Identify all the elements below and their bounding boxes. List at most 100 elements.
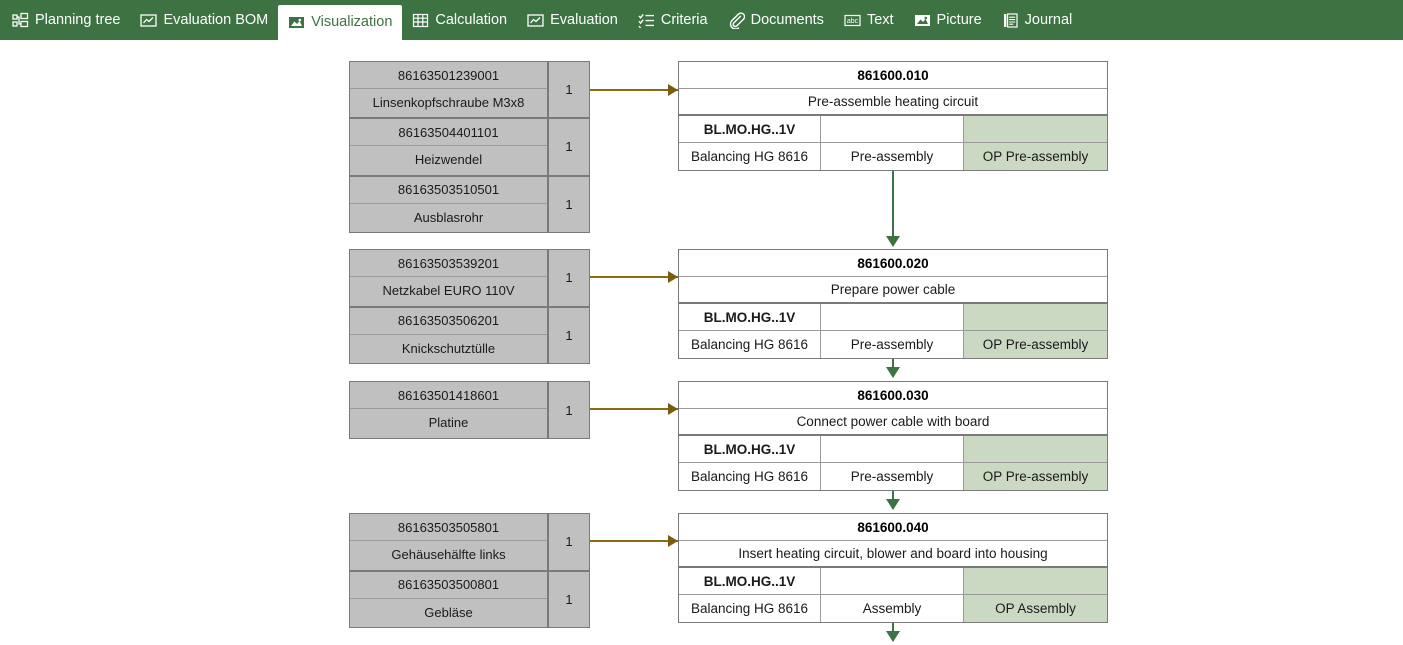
operation-description: Pre-assemble heating circuit (679, 89, 1107, 116)
tab-calculation[interactable]: Calculation (402, 0, 517, 40)
component-item[interactable]: 86163503510501 Ausblasrohr (350, 177, 547, 232)
abc-icon: abc (844, 12, 861, 29)
operation-label: OP Pre-assembly (964, 463, 1107, 490)
operation-description: Insert heating circuit, blower and board… (679, 541, 1107, 568)
component-group[interactable]: 86163501239001 Linsenkopfschraube M3x8 8… (349, 61, 590, 233)
component-description: Netzkabel EURO 110V (382, 283, 515, 298)
operation-number: 861600.010 (679, 62, 1107, 89)
operation-label: OP Pre-assembly (964, 143, 1107, 170)
operation-box[interactable]: 861600.020 Prepare power cable BL.MO.HG.… (678, 249, 1108, 359)
picture-icon (914, 12, 931, 29)
operation-row-resource: BL.MO.HG..1V (679, 304, 1107, 331)
operation-resource-code: BL.MO.HG..1V (679, 304, 821, 330)
component-item[interactable]: 86163503505801 Gehäusehälfte links (350, 514, 547, 572)
connector-arrow-vertical (886, 499, 900, 510)
tab-planning-tree[interactable]: Planning tree (2, 0, 130, 40)
component-number: 86163503500801 (350, 572, 547, 599)
component-item[interactable]: 86163503506201 Knickschutztülle (350, 308, 547, 364)
connector-arrow-vertical (886, 631, 900, 642)
operation-box[interactable]: 861600.010 Pre-assemble heating circuit … (678, 61, 1108, 171)
operation-cost-center: Balancing HG 8616 (679, 595, 821, 622)
connector-line-horizontal (590, 540, 678, 542)
component-quantity: 1 (565, 327, 573, 343)
operation-row-resource: BL.MO.HG..1V (679, 436, 1107, 463)
component-quantity: 1 (549, 250, 589, 308)
main-toolbar: Planning tree Evaluation BOM Visualizati… (0, 0, 1403, 40)
component-number: 86163503505801 (350, 514, 547, 541)
tab-label: Picture (936, 11, 982, 28)
operation-label: OP Pre-assembly (964, 331, 1107, 358)
component-description: Gehäusehälfte links (391, 547, 506, 562)
operation-highlight-cell (964, 568, 1107, 594)
component-item[interactable]: 86163504401101 Heizwendel (350, 119, 547, 177)
component-quantity: 1 (549, 514, 589, 572)
component-item[interactable]: 86163501239001 Linsenkopfschraube M3x8 (350, 62, 547, 120)
component-number: 86163503539201 (350, 250, 547, 277)
quantity-column: 1 1 (547, 250, 589, 363)
component-group[interactable]: 86163501418601 Platine 1 (349, 381, 590, 439)
tab-journal[interactable]: Journal (992, 0, 1083, 40)
tab-text[interactable]: abc Text (834, 0, 904, 40)
operation-row-details: Balancing HG 8616 Pre-assembly OP Pre-as… (679, 143, 1107, 170)
tab-visualization[interactable]: Visualization (278, 5, 403, 40)
tab-picture[interactable]: Picture (904, 0, 992, 40)
tab-label: Visualization (311, 14, 393, 31)
journal-icon (1002, 12, 1019, 29)
tab-evaluation[interactable]: Evaluation (517, 0, 628, 40)
component-group[interactable]: 86163503539201 Netzkabel EURO 110V 86163… (349, 249, 590, 364)
tab-label: Calculation (435, 11, 508, 28)
tab-evaluation-bom[interactable]: Evaluation BOM (130, 0, 278, 40)
operation-number: 861600.020 (679, 250, 1107, 277)
evaluation-icon (140, 12, 158, 29)
component-list: 86163503505801 Gehäusehälfte links 86163… (350, 514, 547, 627)
component-quantity: 1 (549, 62, 589, 120)
operation-blank-cell (821, 436, 964, 462)
component-list: 86163501239001 Linsenkopfschraube M3x8 8… (350, 62, 547, 232)
operation-highlight-cell (964, 304, 1107, 330)
tab-label: Documents (750, 11, 824, 28)
connector-arrow-vertical (886, 236, 900, 247)
evaluation-icon (527, 12, 544, 29)
connector-line-horizontal (590, 89, 678, 91)
component-number: 86163503506201 (350, 308, 547, 335)
tab-documents[interactable]: Documents (718, 0, 834, 40)
tab-label: Evaluation BOM (163, 11, 269, 28)
operation-number: 861600.040 (679, 514, 1107, 541)
component-item[interactable]: 86163503539201 Netzkabel EURO 110V (350, 250, 547, 308)
checklist-icon (638, 12, 655, 29)
component-description: Platine (428, 415, 469, 430)
component-item[interactable]: 86163501418601 Platine (350, 382, 547, 438)
operation-cost-center: Balancing HG 8616 (679, 143, 821, 170)
operation-description: Connect power cable with board (679, 409, 1107, 436)
operation-highlight-cell (964, 436, 1107, 462)
operation-description: Prepare power cable (679, 277, 1107, 304)
tab-criteria[interactable]: Criteria (628, 0, 718, 40)
tree-icon (12, 12, 29, 29)
component-description: Gebläse (424, 604, 473, 620)
tab-label: Planning tree (35, 11, 121, 28)
quantity-column: 1 (547, 382, 589, 438)
operation-resource-code: BL.MO.HG..1V (679, 436, 821, 462)
connector-arrow-horizontal (668, 271, 678, 283)
operation-highlight-cell (964, 116, 1107, 142)
component-quantity: 1 (549, 119, 589, 177)
component-description: Heizwendel (414, 152, 483, 168)
connector-arrow-vertical (886, 367, 900, 378)
component-group[interactable]: 86163503505801 Gehäusehälfte links 86163… (349, 513, 590, 628)
connector-line-horizontal (590, 408, 678, 410)
component-list: 86163503539201 Netzkabel EURO 110V 86163… (350, 250, 547, 363)
operation-blank-cell (821, 304, 964, 330)
component-item[interactable]: 86163503500801 Gebläse (350, 572, 547, 628)
operation-row-details: Balancing HG 8616 Pre-assembly OP Pre-as… (679, 463, 1107, 490)
operation-box[interactable]: 861600.030 Connect power cable with boar… (678, 381, 1108, 491)
operation-number: 861600.030 (679, 382, 1107, 409)
visualization-canvas: 86163501239001 Linsenkopfschraube M3x8 8… (0, 40, 1403, 645)
operation-box[interactable]: 861600.040 Insert heating circuit, blowe… (678, 513, 1108, 623)
component-number: 86163504401101 (350, 119, 547, 147)
paperclip-icon (728, 11, 745, 30)
operation-row-details: Balancing HG 8616 Pre-assembly OP Pre-as… (679, 331, 1107, 358)
quantity-column: 1 1 (547, 514, 589, 627)
component-description: Linsenkopfschraube M3x8 (372, 95, 525, 110)
svg-text:abc: abc (847, 18, 859, 25)
tab-label: Criteria (660, 11, 708, 28)
